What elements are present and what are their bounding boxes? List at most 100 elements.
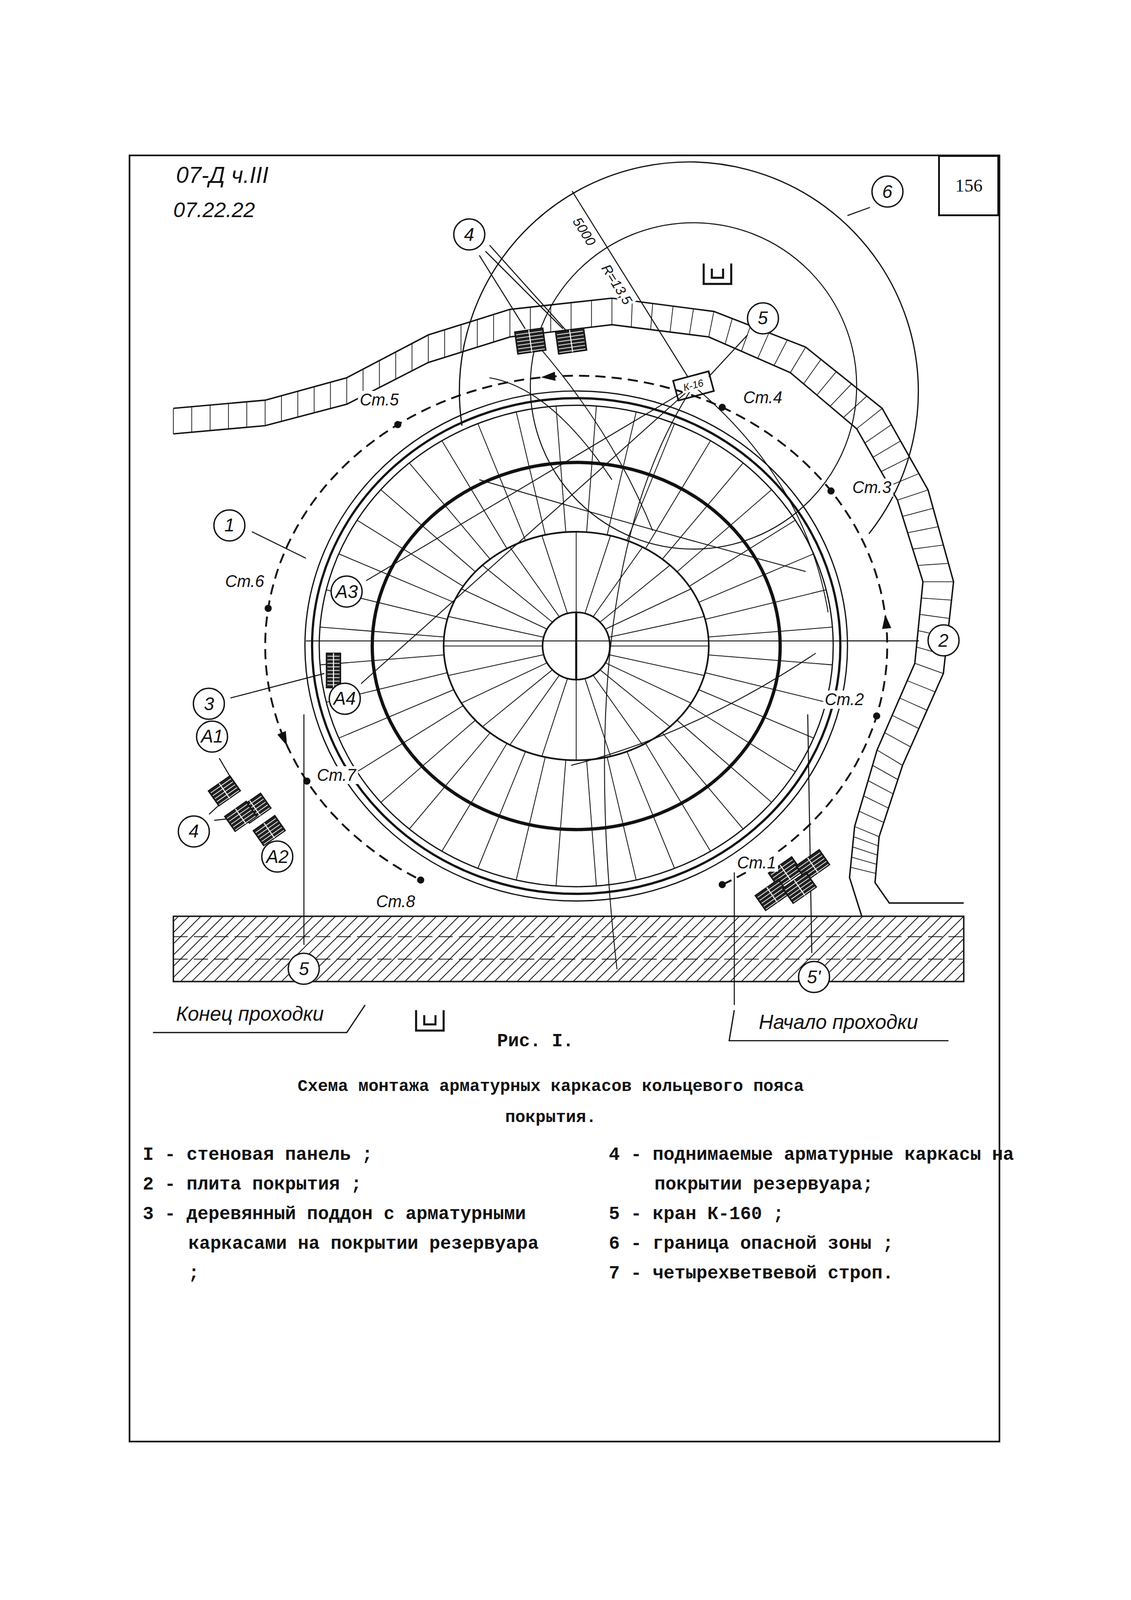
roof-plate-joint	[705, 672, 826, 703]
sling-line	[530, 337, 653, 531]
roof-plate-joint	[677, 720, 772, 803]
roof-plate-joint	[461, 588, 548, 629]
station-dot	[264, 604, 272, 613]
road-tick	[919, 614, 950, 619]
road-tick	[427, 334, 429, 363]
legend-entry: 5 - кран К-160 ;	[608, 1199, 1106, 1230]
road-tick	[843, 395, 867, 418]
road-tick	[264, 399, 266, 426]
road-tick	[923, 581, 954, 583]
road-tick	[907, 526, 939, 533]
roof-plate-joint	[592, 546, 643, 617]
roof-plate-joint	[555, 759, 566, 886]
roof-plate-joint	[357, 705, 464, 772]
sling-line	[489, 377, 612, 480]
cage-pallet	[555, 327, 587, 354]
roof-plate-joint	[441, 440, 508, 549]
roof-plate-joint	[605, 662, 691, 703]
callout-circle: 3	[192, 687, 226, 721]
roof-plate-joint	[409, 732, 490, 830]
document-code: 07-Д ч.III	[174, 162, 271, 188]
callout-circle: 4	[452, 217, 486, 251]
leader-line	[847, 207, 870, 216]
callout-number: 3	[203, 693, 214, 715]
road-tick	[854, 826, 880, 837]
cage-pallet	[782, 871, 817, 904]
callout-number: 1	[224, 514, 235, 536]
sling-line	[604, 385, 694, 970]
callout-number: А3	[335, 581, 358, 602]
ring-belt	[372, 462, 780, 830]
road-tick	[708, 311, 714, 338]
path-arrow	[540, 371, 556, 381]
sling-line	[570, 653, 816, 766]
roof-plate-joint	[698, 689, 814, 738]
roof-plate-joint	[586, 405, 597, 532]
document-code: 07.22.22	[171, 198, 257, 222]
crane-label: К-16	[680, 377, 707, 395]
roof-plate-joint	[516, 411, 546, 535]
road-tick	[550, 305, 552, 333]
road-tick	[852, 846, 878, 856]
station-dot	[872, 712, 881, 720]
road-tick	[330, 382, 332, 409]
callout-number: 4	[464, 224, 475, 245]
roof-plate-joint	[607, 411, 637, 535]
tank-wall	[311, 398, 841, 894]
station-dot	[718, 403, 727, 411]
roof-plate-joint	[662, 462, 743, 560]
sling-line	[361, 385, 694, 684]
station-label: Ст.8	[374, 892, 418, 911]
roof-plate-joint	[627, 423, 675, 541]
roof-plate-joint	[608, 616, 705, 638]
station-dot	[303, 777, 311, 785]
roof-plate-joint	[698, 553, 814, 602]
sling-line	[479, 479, 806, 572]
road-tick	[669, 306, 674, 333]
road-tick	[921, 597, 952, 600]
road-tick	[856, 408, 882, 429]
callout-circle: А3	[330, 575, 364, 608]
road-tick	[570, 302, 572, 330]
road-tick	[912, 544, 944, 550]
section-mark	[703, 263, 732, 285]
road-tick	[741, 325, 751, 352]
road-tick	[591, 300, 592, 328]
road-tick	[867, 780, 893, 794]
roof-plate-joint	[689, 705, 796, 772]
hub-axis	[575, 612, 577, 680]
road-tick	[816, 371, 836, 395]
dimension-line	[572, 191, 694, 386]
station-label: Ст.2	[823, 690, 867, 709]
leader-line	[230, 673, 325, 699]
cage-pallet	[224, 801, 257, 832]
danger-zone-boundary	[459, 161, 919, 534]
roof-plate-joint	[320, 627, 445, 638]
callout-number: 2	[938, 630, 949, 651]
station-dot	[394, 420, 402, 429]
leader-line	[485, 251, 563, 329]
road-edge	[173, 298, 964, 903]
sheet-number: 156	[954, 174, 983, 197]
roof-plate-joint	[608, 654, 705, 676]
roof-plate-joint	[541, 678, 568, 757]
path-arrow	[277, 731, 287, 747]
roof-plate-joint	[600, 565, 670, 623]
road-tick	[850, 867, 876, 874]
roof-plate-joint	[555, 405, 566, 532]
road-tick	[892, 715, 919, 729]
leader-line	[251, 531, 307, 559]
road-tick	[757, 332, 770, 359]
road-edge	[173, 324, 924, 917]
roof-plate-joint	[607, 757, 637, 881]
roof-plate-joint	[380, 720, 476, 803]
road-tick	[650, 303, 653, 330]
roof-plate-joint	[541, 535, 568, 614]
road-tick	[790, 347, 806, 373]
station-dot	[417, 876, 425, 884]
callout-number: А4	[333, 688, 356, 709]
callout-number: 5	[757, 307, 768, 329]
legend-entry: I - стеновая панель ;	[142, 1140, 554, 1170]
